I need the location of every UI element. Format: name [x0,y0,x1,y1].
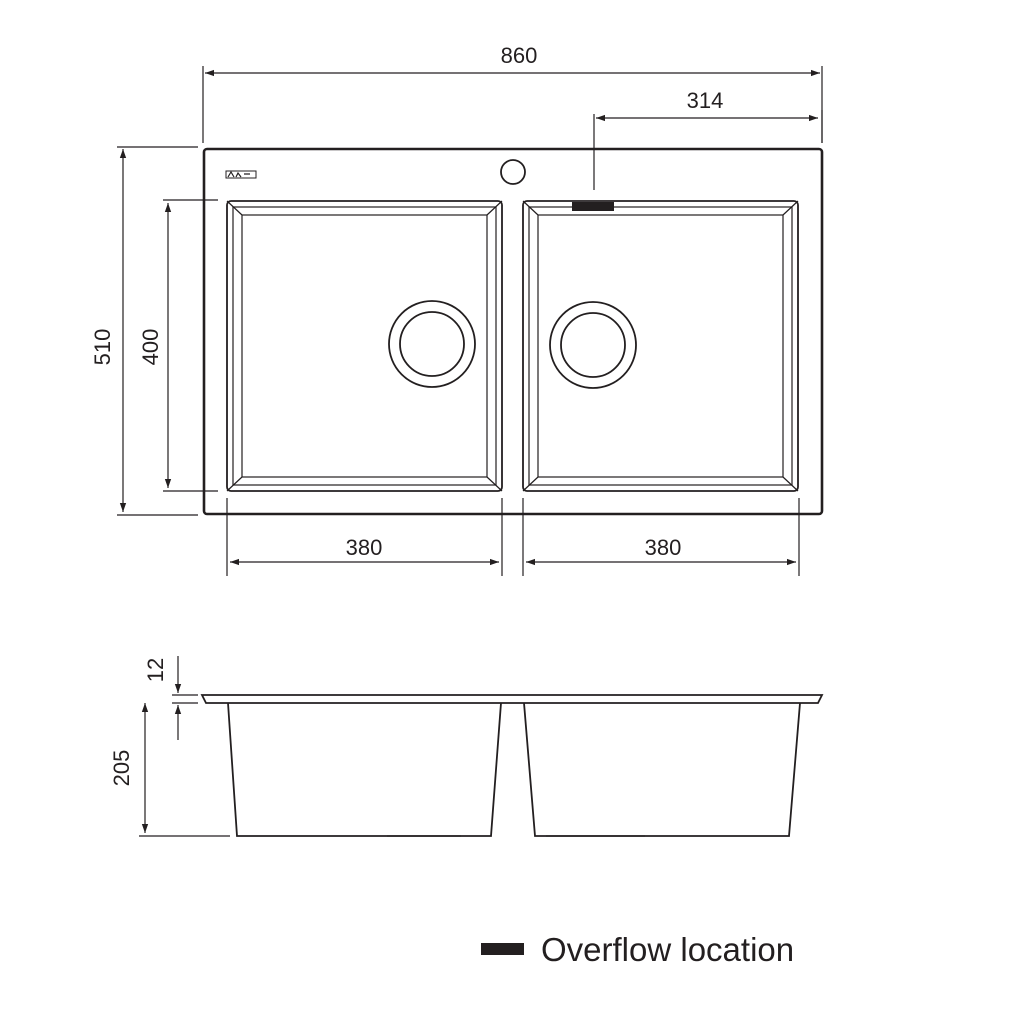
legend-label: Overflow location [541,931,794,968]
right-drain [549,301,637,389]
dimension-bowl-height: 205 [109,703,230,837]
dimension-label-205: 205 [109,750,134,787]
tap-hole [500,159,526,185]
dimension-overall-depth: 510 [90,146,198,516]
dimension-label-380-left: 380 [346,535,383,560]
dimension-overall-width: 860 [202,43,823,143]
dimension-label-12: 12 [143,658,168,682]
sink-outline-top [202,147,824,516]
dimension-rim-thickness: 12 [143,656,198,740]
left-drain [388,300,476,388]
left-bowl-side [227,702,502,837]
sink-rim-side [200,694,824,704]
right-bowl [522,200,799,492]
dimension-left-bowl-width: 380 [226,498,503,576]
overflow-legend-swatch [481,943,524,955]
dimension-label-400: 400 [138,329,163,366]
left-bowl [226,200,503,492]
dimension-label-510: 510 [90,329,115,366]
dimension-overflow-offset: 314 [593,88,823,190]
dimension-label-314: 314 [687,88,724,113]
dimension-label-380-right: 380 [645,535,682,560]
top-view: 860 314 510 400 380 [90,43,824,576]
side-view: 12 205 [109,656,824,837]
dimension-right-bowl-width: 380 [522,498,800,576]
overflow-marker [572,202,614,211]
legend: Overflow location [481,931,794,968]
dimension-label-860: 860 [501,43,538,68]
brand-logo [225,170,257,179]
dimension-bowl-depth: 400 [138,199,218,492]
right-bowl-side [523,702,801,837]
